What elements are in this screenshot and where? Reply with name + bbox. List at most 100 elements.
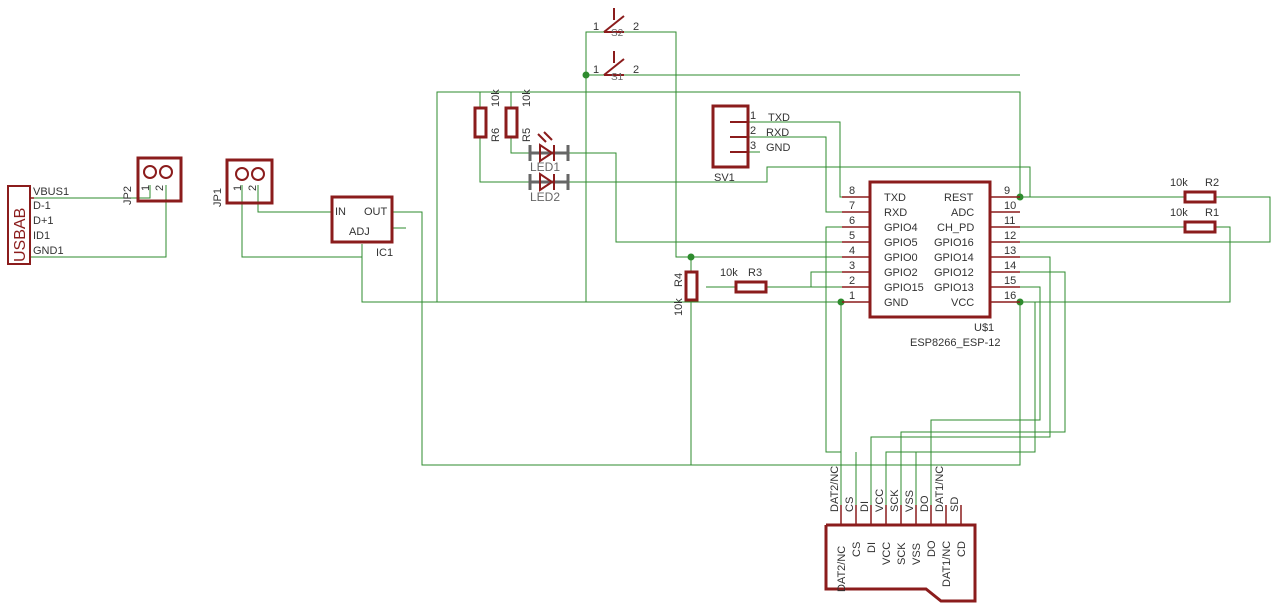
led2-label: LED2 [530,190,560,204]
r1-value: 10k [1170,207,1188,219]
esp-pin6-num: 6 [849,215,855,227]
esp-pin7-num: 7 [849,200,855,212]
usb-label: USBAB [12,208,29,262]
jp2-header: 1 2 JP2 [122,156,183,205]
sd-net-do: DO [919,495,931,512]
esp-gpio0: GPIO0 [884,252,918,264]
sd-net-cs: CS [844,497,856,512]
r6-value: 10k [490,89,502,107]
wires [30,31,1271,505]
esp8266-module: 8 7 6 5 4 3 2 1 TXD RXD GPIO4 GPIO5 GPIO… [842,180,1020,349]
r2-name: R2 [1205,177,1219,189]
jp1-label: JP1 [212,188,224,207]
sd-net-sck: SCK [889,489,901,512]
r4-name: R4 [673,273,685,287]
s2-pin2: 2 [633,21,639,33]
s2-label: S2 [611,28,624,39]
resistor-r3: 10k R3 [720,267,768,294]
esp-pin11-num: 11 [1004,215,1015,227]
usb-pin-d-plus: D+1 [33,215,54,227]
usb-connector: USBAB VBUS1 D-1 D+1 ID1 GND1 [7,185,69,265]
esp-txd: TXD [884,192,906,204]
esp-gpio16: GPIO16 [934,237,974,249]
esp-pin9-num: 9 [1004,185,1010,197]
esp-gpio13: GPIO13 [934,282,974,294]
sd-net-vss: VSS [904,490,916,512]
esp-gpio15: GPIO15 [884,282,924,294]
r2-value: 10k [1170,177,1188,189]
switch-s2: 1 2 S2 [593,8,639,39]
ic1-out-label: OUT [364,206,388,218]
r4-value: 10k [673,298,685,316]
esp-gpio5: GPIO5 [884,237,918,249]
esp-gpio14: GPIO14 [934,252,974,264]
esp-pin3-num: 3 [849,260,855,272]
r3-value: 10k [720,267,738,279]
r3-name: R3 [748,267,762,279]
jp1-pin2: 2 [247,185,259,191]
sd-pin-cs: CS [851,542,863,557]
esp-pin13-num: 13 [1004,245,1016,257]
esp-adc: ADC [951,207,974,219]
sv1-rxd: RXD [766,127,789,139]
resistor-r2: 10k R2 [1170,177,1219,204]
esp-pin1-num: 1 [849,290,855,302]
esp-rest: REST [944,192,974,204]
s1-label: S1 [611,72,624,83]
usb-pin-d-minus: D-1 [33,200,51,212]
usb-pin-id1: ID1 [33,230,50,242]
esp-pin10-num: 10 [1004,200,1016,212]
esp-pin15-num: 15 [1004,275,1016,287]
ic1-in-label: IN [335,206,346,218]
switch-s1: 1 2 S1 [593,51,639,83]
esp-vcc: VCC [951,297,974,309]
sv1-header: 1 2 3 TXD RXD GND SV1 [711,104,791,184]
sd-pin-do: DO [926,540,938,557]
esp-gpio2: GPIO2 [884,267,918,279]
sd-card-socket: DAT2/NC CS DI VCC SCK VSS DO DAT1/NC SD … [824,466,977,603]
esp-gpio12: GPIO12 [934,267,974,279]
esp-pin14-num: 14 [1004,260,1016,272]
sv1-label: SV1 [714,172,735,184]
sd-pin-vss: VSS [911,543,923,565]
esp-ch-pd: CH_PD [937,222,974,234]
esp-pin2-num: 2 [849,275,855,287]
s2-pin1: 1 [593,21,599,33]
jp2-label: JP2 [122,186,134,205]
esp-rxd: RXD [884,207,907,219]
sv1-txd: TXD [768,112,790,124]
sd-net-dat1: DAT1/NC [934,466,946,512]
esp-pin12-num: 12 [1004,230,1016,242]
ic1-name: IC1 [376,247,393,259]
esp-pin8-num: 8 [849,185,855,197]
sd-pin-dat2: DAT2/NC [836,546,848,592]
esp-gpio4: GPIO4 [884,222,918,234]
resistor-r6: 10k R6 [473,89,502,142]
esp-gnd: GND [884,297,909,309]
led1: LED1 [528,131,570,174]
jp1-header: 1 2 JP1 [212,158,274,207]
sd-net-di: DI [859,501,871,512]
esp-part: ESP8266_ESP-12 [910,337,1001,349]
sv1-pin3-num: 3 [750,140,756,152]
usb-pin-vbus1: VBUS1 [33,186,69,198]
sd-net-dat2: DAT2/NC [829,466,841,512]
esp-pin4-num: 4 [849,245,855,257]
r6-name: R6 [490,128,502,142]
sd-pin-sck: SCK [896,542,908,565]
sd-pin-cd: CD [956,541,968,557]
s1-pin1: 1 [593,64,599,76]
usb-pin-gnd1: GND1 [33,245,64,257]
r5-value: 10k [521,89,533,107]
sd-pin-vcc: VCC [881,542,893,565]
jp2-pin1: 1 [140,185,152,191]
led2: LED2 [528,172,570,204]
r1-name: R1 [1205,207,1219,219]
sd-pin-dat1: DAT1/NC [941,541,953,587]
sd-pin-di: DI [866,542,878,553]
resistor-r4: R4 10k [673,270,699,316]
esp-ref: U$1 [974,322,994,334]
esp-pin5-num: 5 [849,230,855,242]
jp2-pin2: 2 [154,185,166,191]
r5-name: R5 [521,128,533,142]
